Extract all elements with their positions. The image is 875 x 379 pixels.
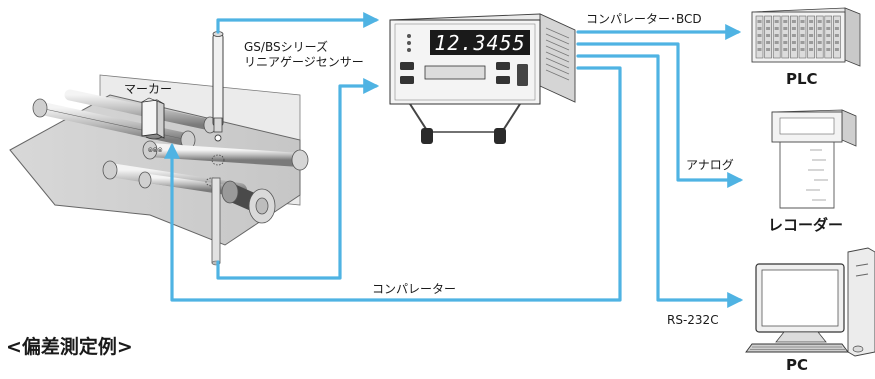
plc-module-led	[783, 48, 788, 51]
comparator-line	[164, 66, 622, 302]
pc-icon	[745, 247, 875, 357]
plc-module-led	[817, 20, 822, 23]
recorder-caption: レコーダー	[768, 216, 844, 234]
plc-module-led	[800, 41, 805, 44]
plc-module-led	[817, 48, 822, 51]
plc-module-led	[826, 41, 831, 44]
plc-module-led	[817, 27, 822, 30]
plc-caption: PLC	[786, 70, 818, 88]
plc-module-led	[766, 34, 771, 37]
counter-unit-icon	[389, 13, 576, 144]
plc-module-led	[800, 20, 805, 23]
comparator-bcd-label: コンパレーター･BCD	[586, 12, 702, 26]
plc-module-led	[800, 27, 805, 30]
plc-module-led	[757, 48, 762, 51]
plc-module-led	[791, 20, 796, 23]
plc-module-led	[774, 27, 779, 30]
plc-module-led	[783, 34, 788, 37]
plc-module-led	[791, 34, 796, 37]
plc-module-led	[791, 48, 796, 51]
plc-module-led	[766, 27, 771, 30]
plc-module-led	[791, 27, 796, 30]
plc-module-led	[834, 41, 839, 44]
plc-module-led	[809, 41, 814, 44]
plc-module-led	[766, 48, 771, 51]
sensor-to-counter-line	[216, 12, 380, 34]
plc-module-led	[774, 41, 779, 44]
plc-module-led	[774, 34, 779, 37]
analog-line	[576, 42, 744, 188]
lower-sensor-to-counter-line	[216, 78, 380, 280]
plc-module-led	[766, 41, 771, 44]
plc-module-led	[826, 34, 831, 37]
linear-gauge-icon	[212, 31, 224, 142]
sensor-label-line1: GS/BSシリーズ	[244, 40, 328, 54]
plc-rack-icon	[751, 7, 861, 67]
plc-module-led	[826, 20, 831, 23]
plc-module-led	[766, 20, 771, 23]
marker-label: マーカー	[124, 82, 173, 96]
comparator-label: コンパレーター	[372, 282, 457, 296]
plc-module-led	[834, 48, 839, 51]
plc-module-led	[774, 20, 779, 23]
plc-module-led	[757, 34, 762, 37]
plc-module-led	[809, 20, 814, 23]
rs232c-line	[576, 54, 744, 308]
marker-icon: ⦾⦾⦾	[141, 97, 165, 154]
section-heading: <偏差測定例>	[6, 336, 133, 358]
svg-text:⦾⦾⦾: ⦾⦾⦾	[148, 147, 163, 154]
plc-module-led	[800, 48, 805, 51]
plc-module-led	[809, 48, 814, 51]
plc-module-led	[809, 34, 814, 37]
analog-label: アナログ	[686, 158, 734, 172]
plc-module-led	[826, 48, 831, 51]
plc-module-led	[757, 41, 762, 44]
plc-module-led	[800, 34, 805, 37]
plc-module-led	[757, 27, 762, 30]
recorder-icon	[771, 109, 857, 209]
plc-module-led	[791, 41, 796, 44]
plc-module-led	[783, 27, 788, 30]
plc-module-led	[834, 34, 839, 37]
plc-module-led	[826, 27, 831, 30]
display-reading: 12.3455	[434, 31, 526, 55]
pc-caption: PC	[786, 356, 809, 374]
plc-module-led	[817, 34, 822, 37]
plc-module-led	[834, 27, 839, 30]
plc-module-led	[757, 20, 762, 23]
signal-lines	[164, 12, 744, 308]
plc-module-led	[783, 41, 788, 44]
plc-module-led	[834, 20, 839, 23]
plc-module-led	[817, 41, 822, 44]
plc-module-led	[809, 27, 814, 30]
sensor-label-line2: リニアゲージセンサー	[244, 55, 364, 69]
rs232c-label: RS-232C	[667, 313, 719, 327]
plc-module-led	[783, 20, 788, 23]
plc-module-led	[774, 48, 779, 51]
